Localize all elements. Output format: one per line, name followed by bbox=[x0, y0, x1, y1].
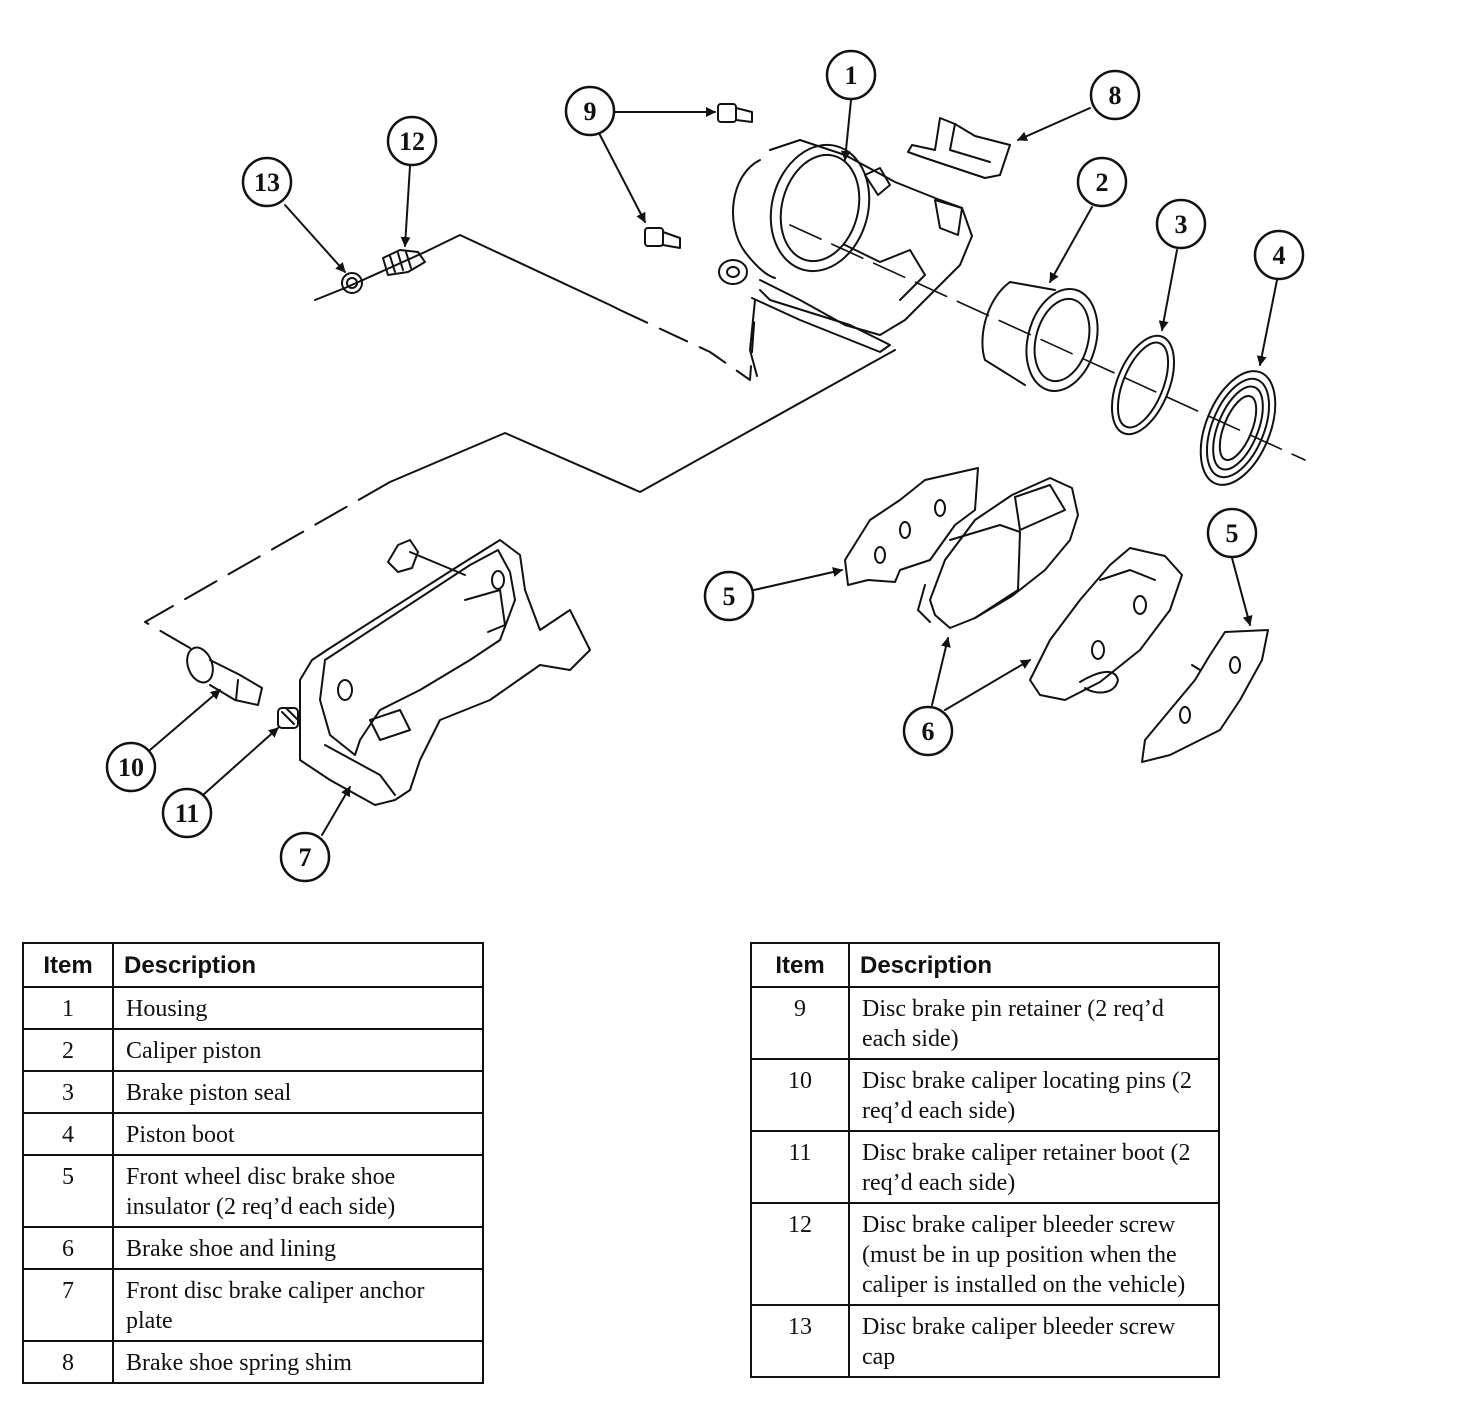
svg-text:13: 13 bbox=[254, 168, 280, 197]
item-number: 1 bbox=[22, 986, 114, 1030]
callout-7: 7 bbox=[279, 831, 331, 883]
item-description: Brake shoe and lining bbox=[112, 1226, 484, 1270]
svg-text:1: 1 bbox=[845, 61, 858, 90]
table-row: 5 Front wheel disc brake shoe insulator … bbox=[22, 1154, 484, 1228]
svg-text:5: 5 bbox=[723, 582, 736, 611]
item-number: 9 bbox=[750, 986, 850, 1060]
svg-text:2: 2 bbox=[1096, 168, 1109, 197]
item-description: Front disc brake caliper anchor plate bbox=[112, 1268, 484, 1342]
svg-text:5: 5 bbox=[1226, 519, 1239, 548]
svg-text:4: 4 bbox=[1273, 241, 1286, 270]
column-header-item: Item bbox=[750, 942, 850, 988]
svg-text:7: 7 bbox=[299, 843, 312, 872]
table-row: 11 Disc brake caliper retainer boot (2 r… bbox=[750, 1130, 1220, 1204]
callout-4: 4 bbox=[1253, 229, 1305, 281]
bleeder-screw-drawing bbox=[341, 249, 426, 294]
table-row: 2 Caliper piston bbox=[22, 1028, 484, 1072]
caliper-piston-drawing bbox=[981, 281, 1099, 392]
callout-11: 11 bbox=[161, 787, 213, 839]
table-row: 12 Disc brake caliper bleeder screw (mus… bbox=[750, 1202, 1220, 1306]
table-header-row: Item Description bbox=[750, 942, 1220, 988]
table-row: 6 Brake shoe and lining bbox=[22, 1226, 484, 1270]
shoe-insulator-drawing bbox=[844, 467, 1269, 763]
table-row: 7 Front disc brake caliper anchor plate bbox=[22, 1268, 484, 1342]
locating-pin-drawing bbox=[186, 646, 299, 729]
svg-text:6: 6 bbox=[922, 717, 935, 746]
item-number: 3 bbox=[22, 1070, 114, 1114]
caliper-housing-drawing bbox=[718, 139, 973, 377]
table-row: 10 Disc brake caliper locating pins (2 r… bbox=[750, 1058, 1220, 1132]
callout-12: 12 bbox=[386, 115, 438, 167]
item-number: 7 bbox=[22, 1268, 114, 1342]
table-header-row: Item Description bbox=[22, 942, 484, 988]
callout-5-right: 5 bbox=[1206, 507, 1258, 559]
item-description: Brake shoe spring shim bbox=[112, 1340, 484, 1384]
svg-text:3: 3 bbox=[1175, 210, 1188, 239]
item-number: 2 bbox=[22, 1028, 114, 1072]
item-number: 4 bbox=[22, 1112, 114, 1156]
svg-text:8: 8 bbox=[1109, 81, 1122, 110]
column-header-description: Description bbox=[112, 942, 484, 988]
item-number: 13 bbox=[750, 1304, 850, 1378]
item-description: Disc brake caliper bleeder screw (must b… bbox=[848, 1202, 1220, 1306]
item-description: Disc brake caliper retainer boot (2 req’… bbox=[848, 1130, 1220, 1204]
spring-shim-drawing bbox=[907, 117, 1011, 179]
item-number: 5 bbox=[22, 1154, 114, 1228]
item-description: Piston boot bbox=[112, 1112, 484, 1156]
leader-lines bbox=[149, 99, 1278, 836]
svg-text:10: 10 bbox=[118, 753, 144, 782]
column-header-description: Description bbox=[848, 942, 1220, 988]
item-description: Disc brake caliper bleeder screw cap bbox=[848, 1304, 1220, 1378]
item-number: 6 bbox=[22, 1226, 114, 1270]
table-row: 8 Brake shoe spring shim bbox=[22, 1340, 484, 1384]
table-row: 13 Disc brake caliper bleeder screw cap bbox=[750, 1304, 1220, 1378]
callout-10: 10 bbox=[105, 741, 157, 793]
item-number: 11 bbox=[750, 1130, 850, 1204]
table-row: 4 Piston boot bbox=[22, 1112, 484, 1156]
callout-13: 13 bbox=[241, 156, 293, 208]
callout-8: 8 bbox=[1089, 69, 1141, 121]
svg-text:12: 12 bbox=[399, 127, 425, 156]
piston-seal-drawing bbox=[1111, 334, 1175, 436]
table-row: 3 Brake piston seal bbox=[22, 1070, 484, 1114]
column-header-item: Item bbox=[22, 942, 114, 988]
table-row: 1 Housing bbox=[22, 986, 484, 1030]
item-number: 12 bbox=[750, 1202, 850, 1306]
parts-table-left: Item Description 1 Housing 2 Caliper pis… bbox=[22, 942, 484, 1384]
pin-retainer-drawing bbox=[644, 103, 753, 249]
brake-shoe-drawing bbox=[917, 477, 1183, 701]
item-description: Disc brake pin retainer (2 req’d each si… bbox=[848, 986, 1220, 1060]
callout-1: 1 bbox=[825, 49, 877, 101]
item-description: Caliper piston bbox=[112, 1028, 484, 1072]
piston-boot-drawing bbox=[1199, 370, 1277, 486]
exploded-view-diagram: 1 2 3 4 5 5 6 7 8 9 10 11 bbox=[105, 49, 1306, 883]
callout-3: 3 bbox=[1155, 198, 1207, 250]
svg-text:11: 11 bbox=[175, 799, 200, 828]
parts-table-right: Item Description 9 Disc brake pin retain… bbox=[750, 942, 1220, 1378]
item-description: Disc brake caliper locating pins (2 req’… bbox=[848, 1058, 1220, 1132]
table-row: 9 Disc brake pin retainer (2 req’d each … bbox=[750, 986, 1220, 1060]
item-description: Housing bbox=[112, 986, 484, 1030]
item-description: Brake piston seal bbox=[112, 1070, 484, 1114]
callout-9: 9 bbox=[564, 85, 616, 137]
item-number: 10 bbox=[750, 1058, 850, 1132]
item-number: 8 bbox=[22, 1340, 114, 1384]
callout-6: 6 bbox=[902, 705, 954, 757]
svg-text:9: 9 bbox=[584, 97, 597, 126]
callout-5-left: 5 bbox=[703, 570, 755, 622]
anchor-plate-drawing bbox=[299, 539, 591, 806]
item-description: Front wheel disc brake shoe insulator (2… bbox=[112, 1154, 484, 1228]
callout-2: 2 bbox=[1076, 156, 1128, 208]
